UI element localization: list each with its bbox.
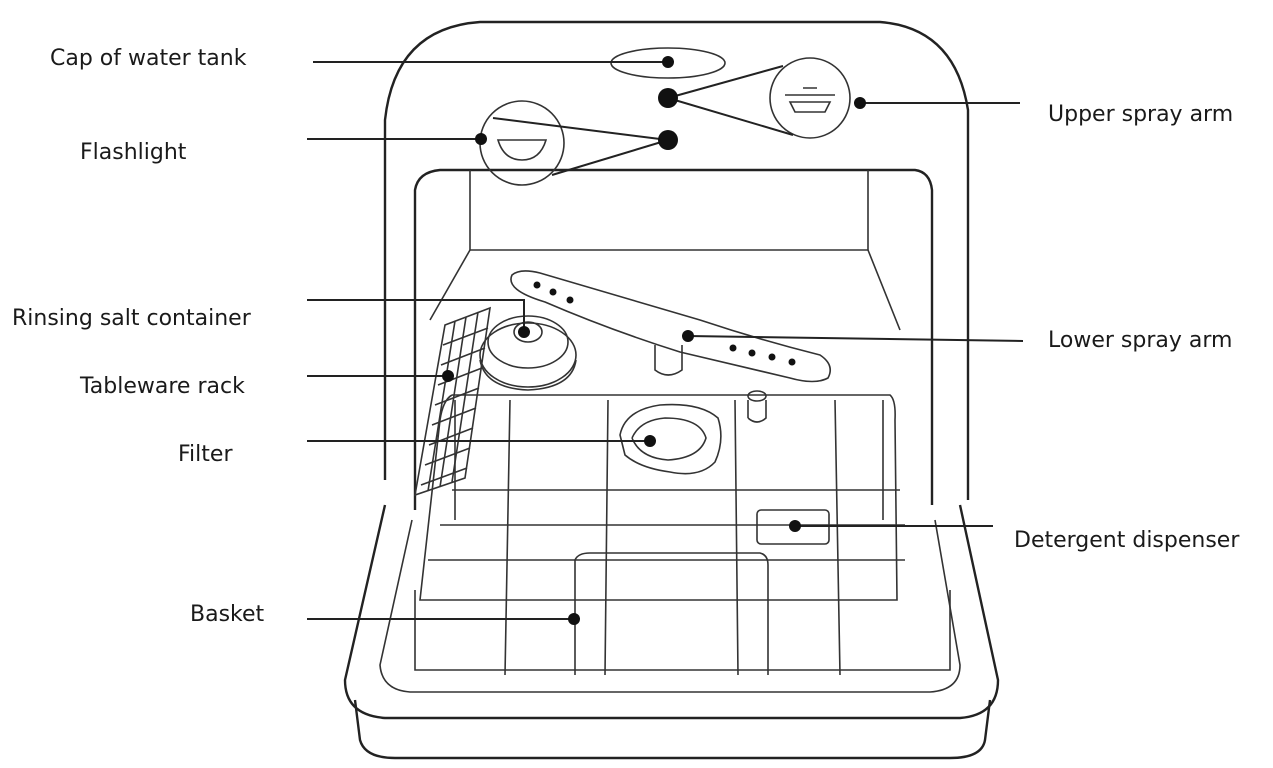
label-flashlight: Flashlight — [80, 140, 187, 165]
dishwasher-body — [383, 20, 970, 510]
dishwasher-door — [343, 504, 1000, 760]
label-basket: Basket — [190, 602, 265, 627]
rinsing-salt-container-graphic — [479, 315, 577, 391]
filter-graphic — [619, 390, 767, 475]
label-tableware-rack: Tableware rack — [80, 374, 245, 399]
label-detergent-dispenser: Detergent dispenser — [1014, 528, 1240, 553]
label-cap-of-water-tank: Cap of water tank — [50, 46, 247, 71]
label-upper-spray-arm: Upper spray arm — [1048, 102, 1234, 127]
tableware-rack-graphic — [413, 306, 491, 497]
basket-graphic — [419, 394, 905, 676]
label-lower-spray-arm: Lower spray arm — [1048, 328, 1233, 353]
upper-spray-arm-callout — [658, 57, 851, 139]
label-filter: Filter — [178, 442, 233, 467]
flashlight-callout — [479, 100, 678, 186]
label-rinsing-salt-container: Rinsing salt container — [12, 306, 251, 331]
leader-lines — [307, 56, 1024, 625]
lower-spray-arm-graphic — [510, 270, 831, 383]
